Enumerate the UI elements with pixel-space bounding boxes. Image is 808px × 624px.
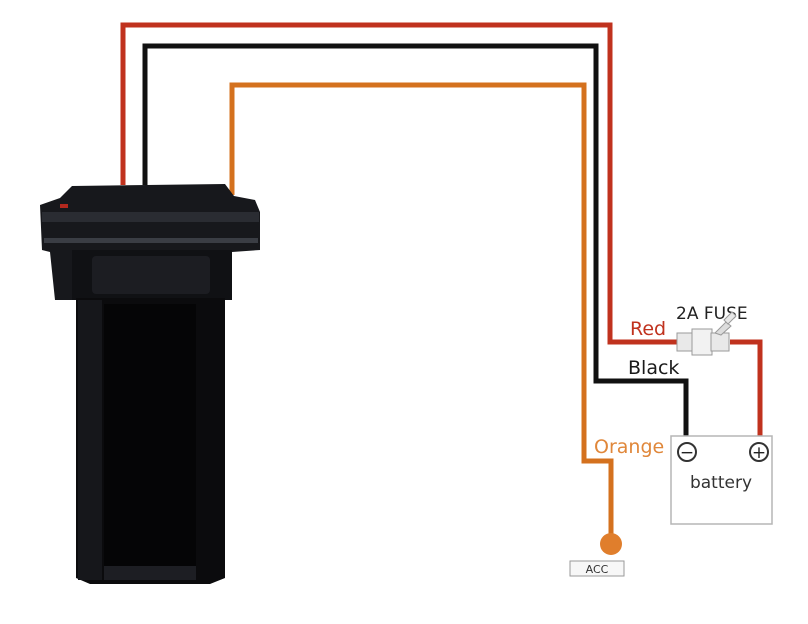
- fuse-label: 2A FUSE: [676, 304, 748, 324]
- red-wire-label: Red: [630, 318, 666, 340]
- black-wire-label: Black: [628, 357, 679, 379]
- device-body-bottom-strip: [104, 566, 196, 580]
- device-top-rim-highlight: [44, 238, 258, 243]
- black-wire: [142, 43, 689, 440]
- battery: − + battery: [670, 435, 773, 525]
- fuse: 2A FUSE: [676, 304, 748, 356]
- battery-negative-symbol: −: [680, 443, 694, 463]
- orange-wire-label: Orange: [594, 436, 664, 458]
- fuse-clip: [714, 321, 732, 336]
- acc-label: ACC: [586, 563, 609, 576]
- battery-negative-terminal: [677, 442, 697, 462]
- fuse-clip-tip: [723, 311, 737, 325]
- red-wire: [120, 22, 680, 345]
- fuse-body: [691, 328, 713, 356]
- battery-label: battery: [690, 473, 752, 493]
- fuse-holder-left: [676, 332, 694, 352]
- orange-wire: [229, 82, 614, 540]
- acc-terminal: ACC: [569, 533, 625, 577]
- device-top-rim: [42, 212, 259, 222]
- battery-positive-symbol: +: [752, 443, 766, 463]
- device-shoulder-panel: [92, 256, 210, 294]
- battery-positive-terminal: [749, 442, 769, 462]
- gps-tracker-device: [40, 184, 260, 584]
- device-red-seal: [60, 204, 68, 208]
- device-body-face: [104, 304, 196, 566]
- acc-label-box: [569, 560, 625, 577]
- red-wire-to-battery-positive: [730, 339, 763, 440]
- device-body-side-left: [78, 300, 102, 580]
- fuse-holder-right: [710, 332, 730, 352]
- acc-dot: [600, 533, 622, 555]
